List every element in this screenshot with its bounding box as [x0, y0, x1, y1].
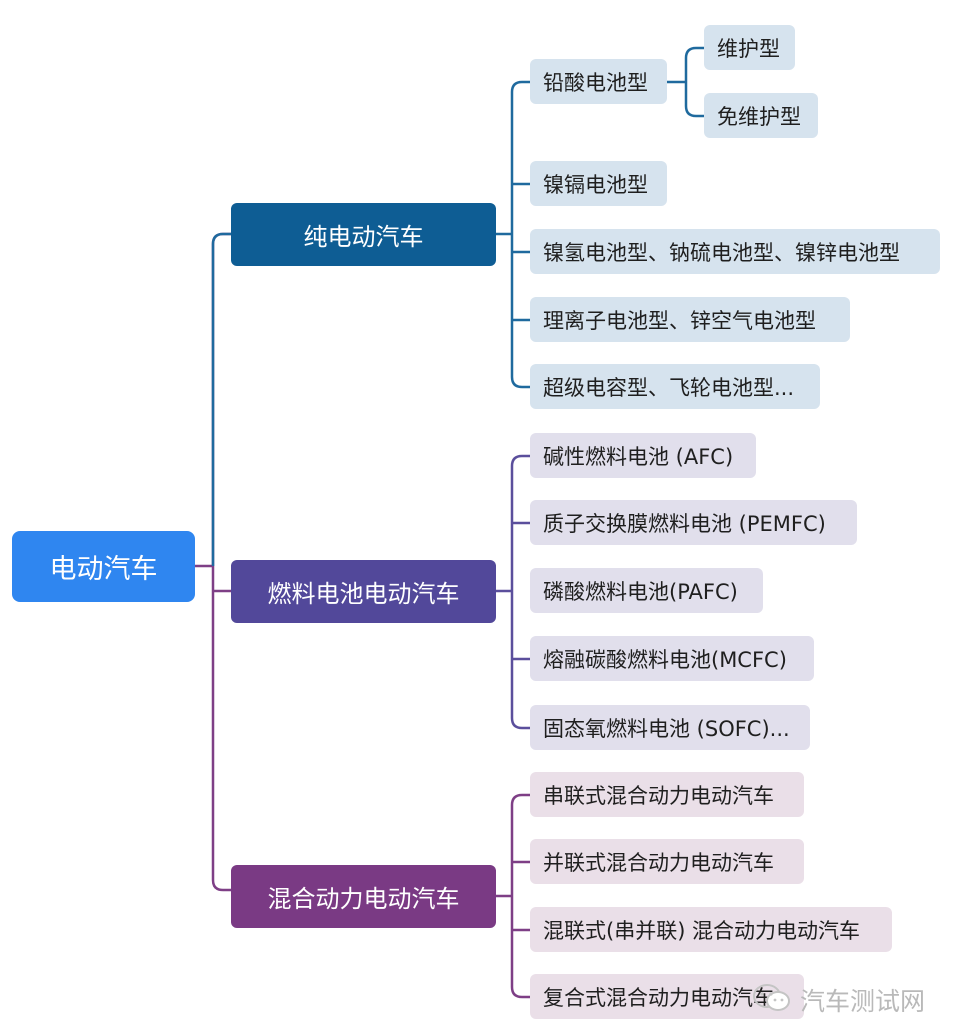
leaf-label: 超级电容型、飞轮电池型... — [543, 375, 795, 400]
leaf-label: 理离子电池型、锌空气电池型 — [543, 308, 816, 333]
leaf-label: 磷酸燃料电池(PAFC) — [543, 579, 738, 604]
connector-cat3 — [496, 793, 530, 999]
leaf-series-hybrid[interactable]: 串联式混合动力电动汽车 — [530, 772, 804, 817]
leaf-label: 固态氧燃料电池 (SOFC)... — [543, 716, 790, 741]
leaf-label: 维护型 — [717, 36, 780, 61]
leaf-label: 串联式混合动力电动汽车 — [543, 783, 774, 808]
leaf-sofc[interactable]: 固态氧燃料电池 (SOFC)... — [530, 705, 810, 750]
category-fuel-cell[interactable]: 燃料电池电动汽车 — [231, 560, 496, 623]
leaf-mcfc[interactable]: 熔融碳酸燃料电池(MCFC) — [530, 636, 814, 681]
connector-cat1 — [496, 80, 530, 389]
leaf-supercap-flywheel[interactable]: 超级电容型、飞轮电池型... — [530, 364, 820, 409]
leaf-label: 质子交换膜燃料电池 (PEMFC) — [543, 511, 826, 536]
leaf-label: 免维护型 — [717, 104, 801, 129]
category-pure-electric[interactable]: 纯电动汽车 — [231, 203, 496, 266]
leaf-pafc[interactable]: 磷酸燃料电池(PAFC) — [530, 568, 763, 613]
leaf-nicd[interactable]: 镍镉电池型 — [530, 161, 667, 206]
leaf-maintenance-free[interactable]: 免维护型 — [704, 93, 818, 138]
leaf-compound-hybrid[interactable]: 复合式混合动力电动汽车 — [530, 974, 804, 1019]
category-label: 混合动力电动汽车 — [267, 885, 460, 913]
leaf-nimh-nas-nizn[interactable]: 镍氢电池型、钠硫电池型、镍锌电池型 — [530, 229, 940, 274]
leaf-label: 碱性燃料电池 (AFC) — [543, 444, 734, 469]
leaf-label: 铅酸电池型 — [543, 70, 648, 95]
leaf-label: 混联式(串并联) 混合动力电动汽车 — [543, 918, 861, 943]
leaf-label: 镍镉电池型 — [543, 172, 648, 197]
leaf-label: 熔融碳酸燃料电池(MCFC) — [543, 647, 787, 672]
wechat-icon — [753, 984, 790, 1011]
leaf-series-parallel-hybrid[interactable]: 混联式(串并联) 混合动力电动汽车 — [530, 907, 892, 952]
leaf-lead-acid[interactable]: 铅酸电池型 — [530, 59, 667, 104]
leaf-label: 镍氢电池型、钠硫电池型、镍锌电池型 — [543, 240, 900, 265]
leaf-label: 并联式混合动力电动汽车 — [543, 850, 774, 875]
leaf-label: 复合式混合动力电动汽车 — [543, 985, 774, 1010]
leaf-pemfc[interactable]: 质子交换膜燃料电池 (PEMFC) — [530, 500, 857, 545]
leaf-parallel-hybrid[interactable]: 并联式混合动力电动汽车 — [530, 839, 804, 884]
root-label: 电动汽车 — [49, 554, 158, 585]
leaf-li-ion-zinc-air[interactable]: 理离子电池型、锌空气电池型 — [530, 297, 850, 342]
leaf-afc[interactable]: 碱性燃料电池 (AFC) — [530, 433, 756, 478]
category-label: 燃料电池电动汽车 — [267, 580, 460, 608]
category-label: 纯电动汽车 — [303, 223, 424, 251]
connector-cat1-sub — [667, 46, 704, 118]
leaf-maintenance[interactable]: 维护型 — [704, 25, 795, 70]
root-node[interactable]: 电动汽车 — [12, 531, 195, 602]
watermark-text: 汽车测试网 — [800, 987, 926, 1016]
connector-root-top — [211, 232, 231, 566]
category-hybrid[interactable]: 混合动力电动汽车 — [231, 865, 496, 928]
connector-cat2 — [496, 454, 530, 730]
